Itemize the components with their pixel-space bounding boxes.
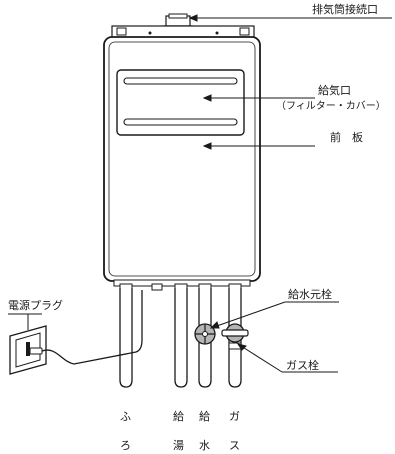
exhaust-connector-label: 排気筒接続口 [312,2,378,16]
power-plug-label: 電源プラグ [8,298,63,312]
pipe-label-hot-2: 湯 [173,439,184,452]
air-intake-label: 給気口 [318,83,351,97]
pipe-label-hot-1: 給 [173,409,184,423]
power-outlet-icon [9,325,47,375]
water-valve-label: 給水元栓 [288,287,332,301]
pipe-label-cold-1: 給 [199,409,210,423]
power-cord [41,290,143,365]
top-bracket [111,25,255,39]
water-valve-icon [194,323,216,345]
gas-valve-label: ガス栓 [286,358,319,372]
pipe-label-bath-1: ふ [120,410,131,423]
pipe-hot-water [174,288,188,388]
air-intake-panel [116,69,245,136]
pipe-label-cold-2: 水 [199,439,210,452]
pipe-label-gas-1: ガ [229,410,240,423]
air-intake-sub-label: （フィルター・カバー） [276,100,386,112]
pipe-bath [119,288,133,388]
front-panel-label: 前 板 [330,130,363,144]
gas-valve-icon [221,323,249,350]
pipe-label-gas-2: ス [229,439,240,452]
pipe-label-bath-2: ろ [120,439,131,452]
leader-lines [8,14,392,373]
